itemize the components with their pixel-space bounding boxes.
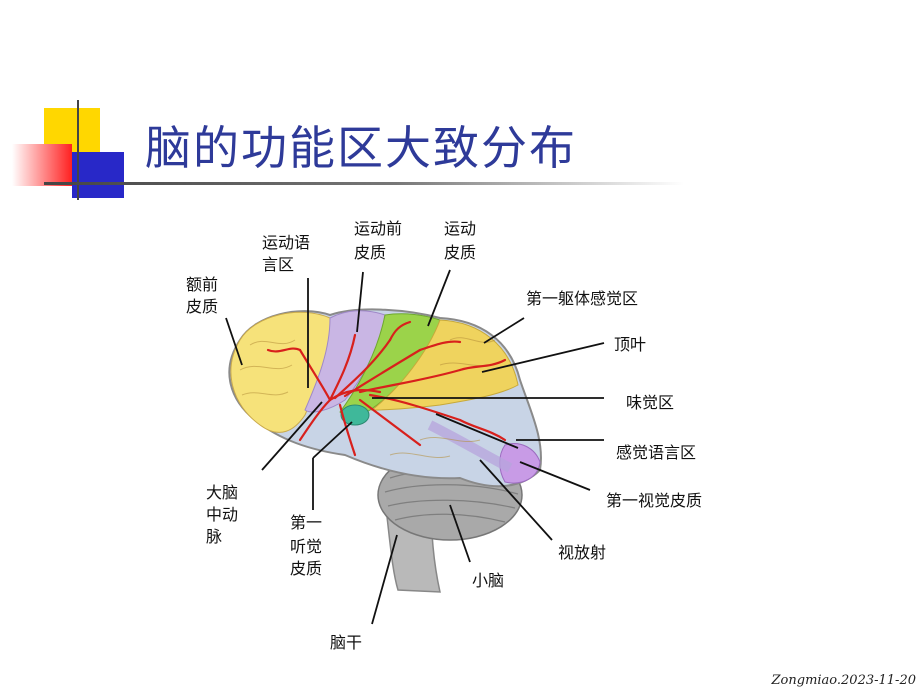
premotor-region (304, 310, 386, 413)
deco-blue-square (72, 152, 124, 198)
label-motor-speech-1: 运动语 (262, 233, 310, 252)
label-premotor-1: 运动前 (354, 219, 402, 238)
leader-lines (225, 269, 605, 625)
middle-cerebral-artery (266, 320, 507, 457)
label-mca-3: 脉 (206, 527, 222, 546)
label-auditory-1: 第一 (290, 513, 322, 532)
label-visual-cortex: 第一视觉皮质 (606, 491, 702, 510)
deco-red-square (12, 144, 72, 186)
deco-vertical-line (77, 100, 79, 200)
auditory-region (340, 404, 370, 426)
label-gustatory: 味觉区 (626, 393, 674, 412)
label-motor-2: 皮质 (444, 243, 476, 262)
label-prefrontal-1: 额前 (186, 275, 218, 294)
title-underline (44, 182, 684, 185)
label-somatosensory: 第一躯体感觉区 (526, 289, 638, 308)
label-optic-radiation: 视放射 (558, 543, 606, 562)
label-motor-speech-2: 言区 (262, 255, 294, 274)
page-title: 脑的功能区大致分布 (145, 121, 577, 175)
label-auditory-2: 听觉 (290, 537, 322, 556)
label-prefrontal-2: 皮质 (186, 297, 218, 316)
label-premotor-2: 皮质 (354, 243, 386, 262)
label-cerebellum: 小脑 (472, 571, 504, 590)
label-auditory-3: 皮质 (290, 559, 322, 578)
label-parietal: 顶叶 (614, 335, 646, 354)
label-mca-2: 中动 (206, 505, 238, 524)
footer-credit: Zongmiao.2023-11-20 (771, 673, 916, 688)
optic-radiation-band (427, 420, 513, 473)
label-motor-1: 运动 (444, 219, 476, 238)
label-mca-1: 大脑 (206, 483, 238, 502)
label-brainstem: 脑干 (330, 633, 362, 652)
label-sensory-speech: 感觉语言区 (616, 443, 696, 462)
